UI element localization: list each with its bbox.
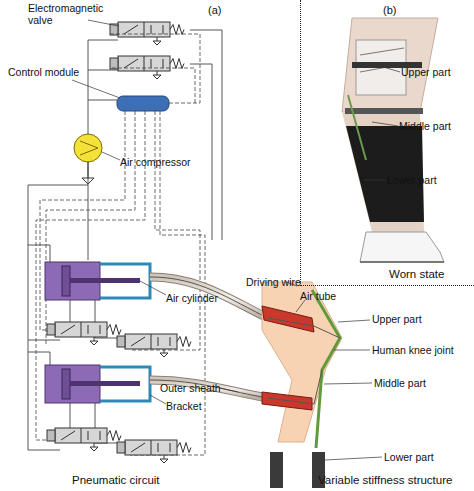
part-label: Electromagnetic valve	[28, 2, 108, 26]
photo-label: Lower part	[387, 174, 437, 186]
section-caption: Pneumatic circuit	[72, 474, 160, 486]
photo-panel: (b) Upper partMiddle partLower partWorn s…	[300, 0, 474, 286]
part-label: Lower part	[384, 451, 434, 463]
part-label: Control module	[8, 66, 79, 78]
part-label: Air compressor	[120, 156, 191, 168]
photo-label: Middle part	[399, 120, 451, 132]
section-caption: Variable stiffness structure	[318, 474, 452, 486]
part-label: Middle part	[374, 377, 426, 389]
panel-letter: (b)	[383, 4, 396, 16]
part-label: Human knee joint	[372, 344, 454, 356]
panel-caption: Worn state	[389, 268, 444, 280]
part-label: Driving wire	[246, 276, 301, 288]
part-label: Air cylinder	[166, 292, 218, 304]
part-label: Air tube	[300, 290, 336, 302]
panel-letter: (a)	[208, 4, 221, 16]
part-label: Outer sheath	[160, 382, 221, 394]
part-label: Bracket	[166, 400, 202, 412]
photo-label: Upper part	[401, 66, 451, 78]
part-label: Upper part	[372, 313, 422, 325]
